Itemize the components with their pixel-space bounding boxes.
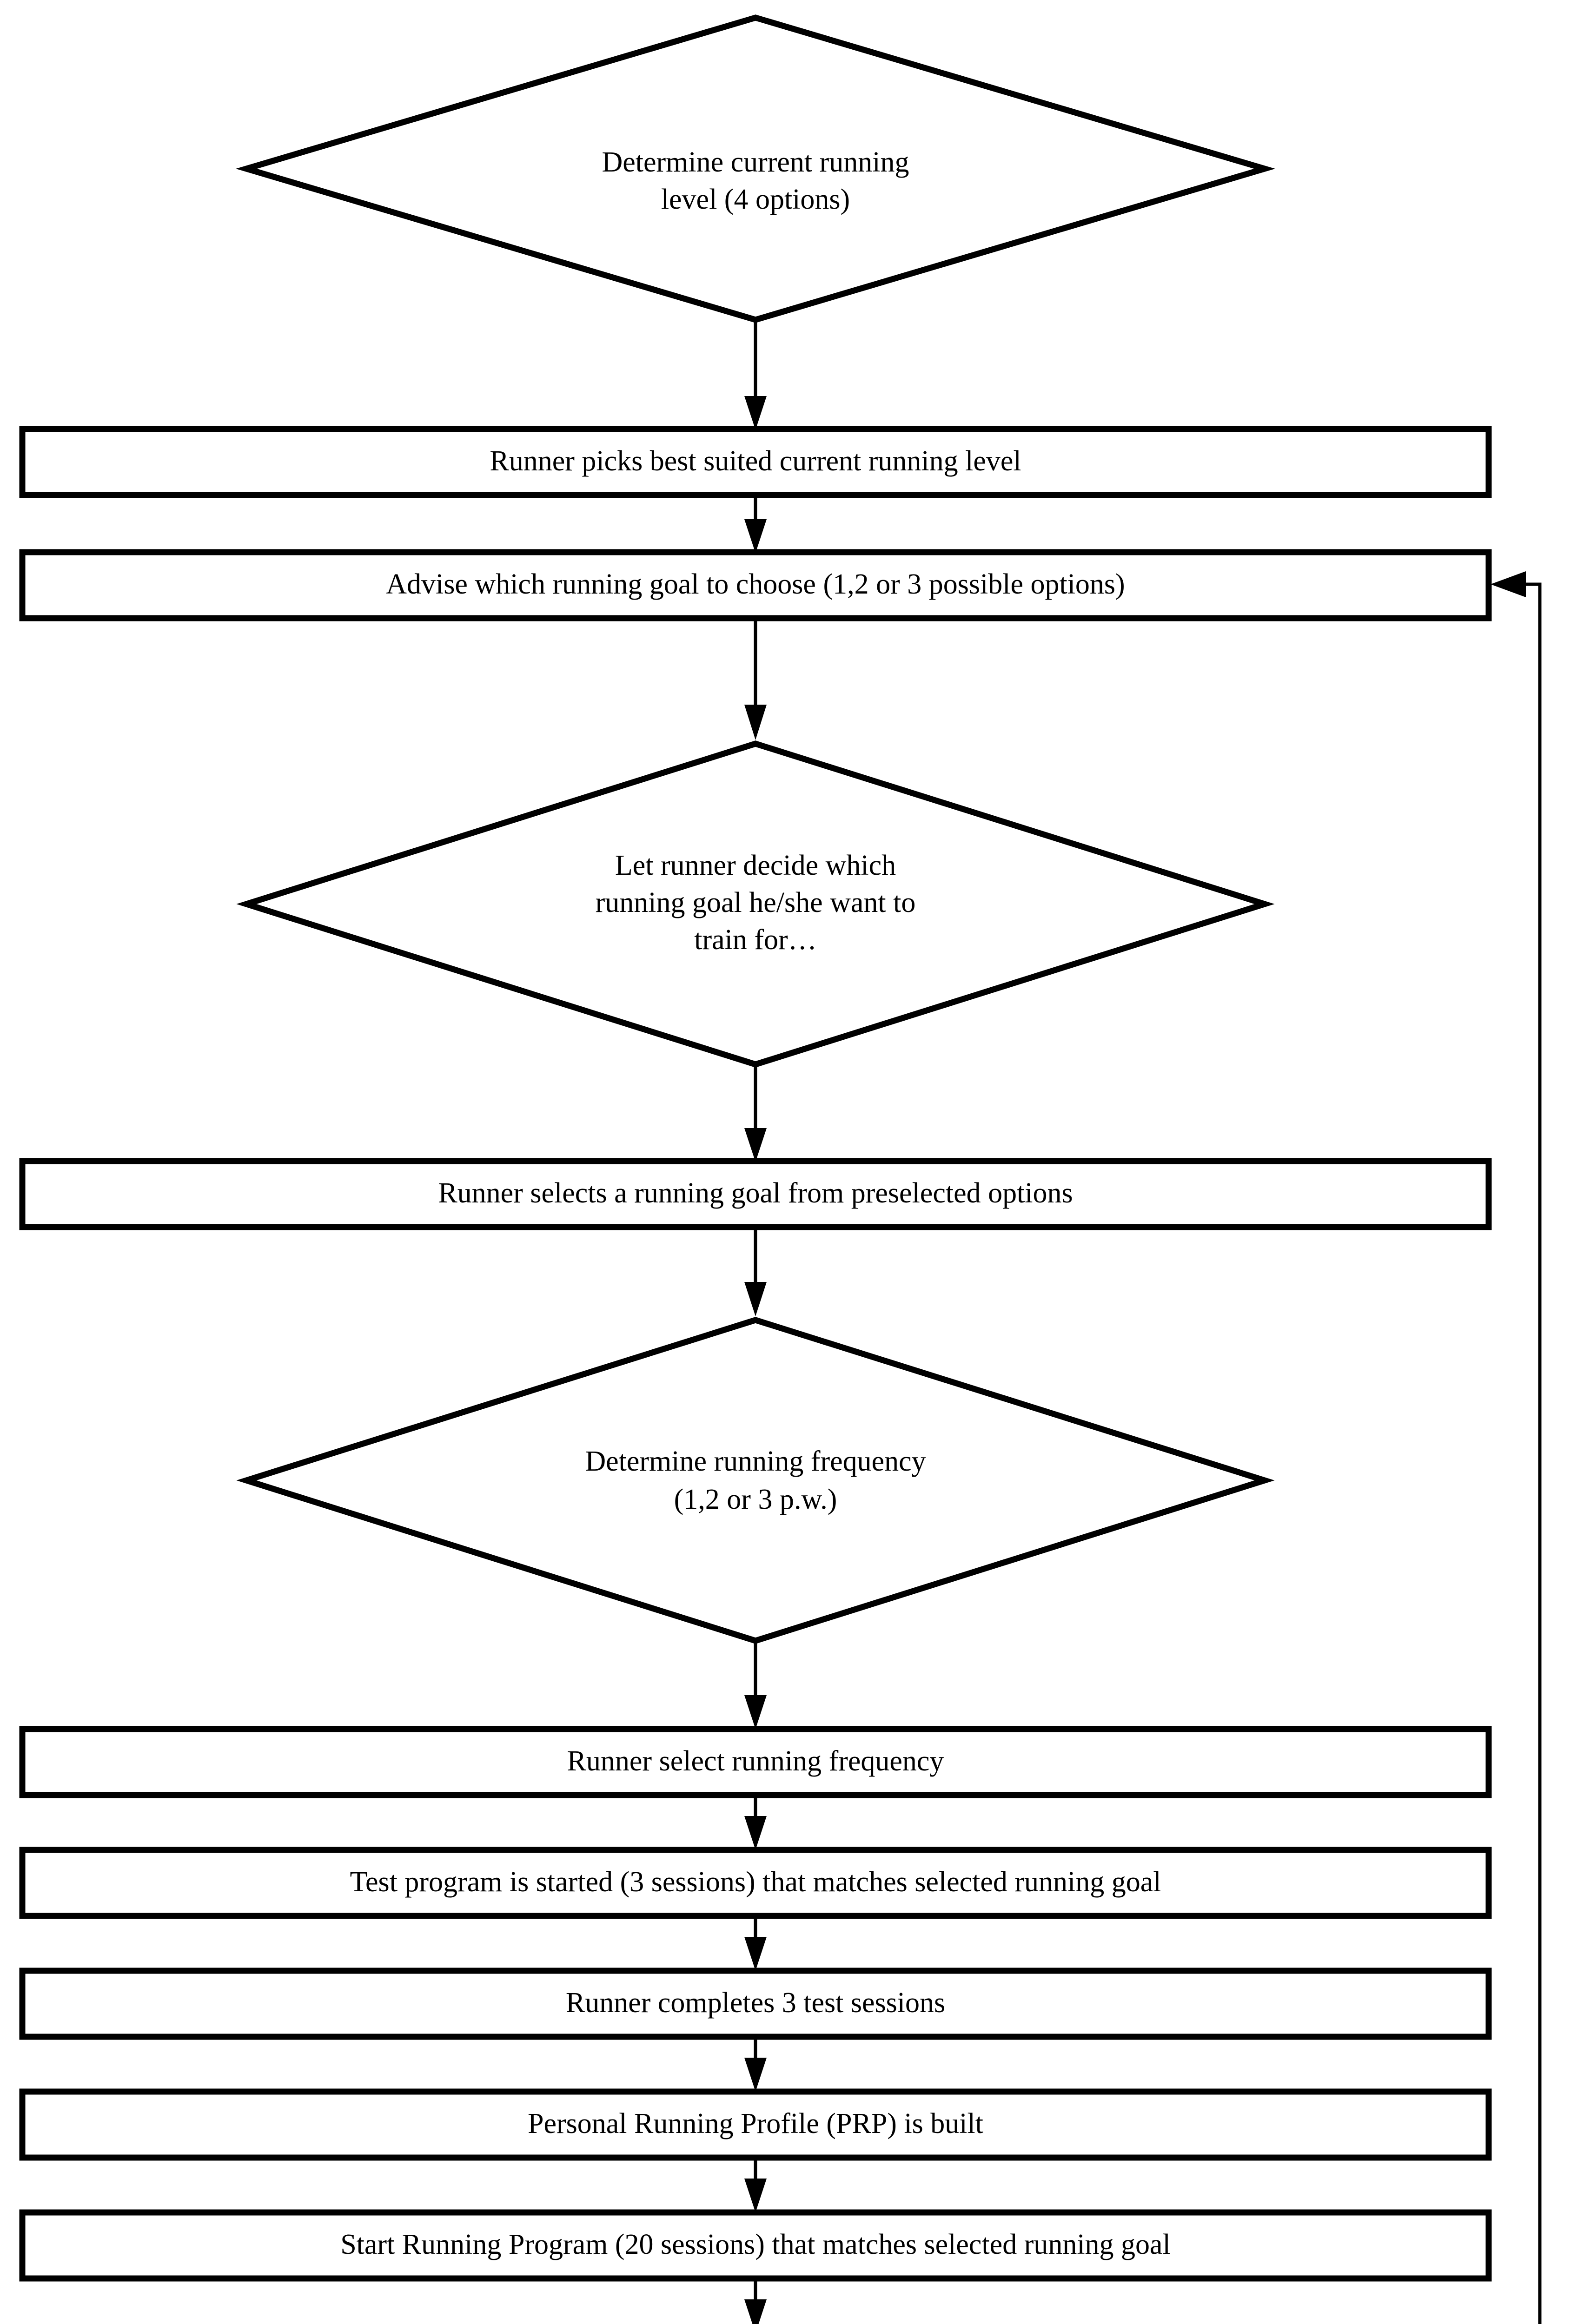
process-box-shape bbox=[19, 2209, 1492, 2282]
edge-n5-n6 bbox=[744, 1227, 767, 1316]
node-runner-completes-test-sessions[interactable]: Runner completes 3 test sessions bbox=[19, 1967, 1492, 2040]
node-start-running-program[interactable]: Start Running Program (20 sessions) that… bbox=[19, 2209, 1492, 2282]
node-determine-current-running-level[interactable]: Determine current running level (4 optio… bbox=[236, 14, 1275, 323]
node-label-line-1: Determine running frequency bbox=[585, 1446, 926, 1477]
node-label-line-1: Let runner decide which bbox=[615, 850, 896, 881]
node-label-line-2: running goal he/she want to bbox=[596, 887, 916, 918]
decision-diamond-shape bbox=[236, 14, 1275, 323]
edge-n6-n7 bbox=[744, 1641, 767, 1729]
edge-n11-n12 bbox=[744, 2278, 767, 2324]
node-test-program-started[interactable]: Test program is started (3 sessions) tha… bbox=[19, 1847, 1492, 1919]
node-label-line-2: level (4 options) bbox=[661, 184, 850, 215]
node-label: Start Running Program (20 sessions) that… bbox=[340, 2229, 1171, 2260]
node-label-line-3: train for… bbox=[694, 924, 816, 956]
node-label: Advise which running goal to choose (1,2… bbox=[386, 568, 1125, 600]
edge-n2-n3 bbox=[744, 495, 767, 553]
node-label: Test program is started (3 sessions) tha… bbox=[350, 1866, 1161, 1898]
node-label: Runner picks best suited current running… bbox=[490, 445, 1021, 477]
edge-n9-n10 bbox=[744, 2037, 767, 2092]
edge-n3-n4 bbox=[744, 618, 767, 740]
process-box-shape bbox=[19, 426, 1492, 498]
edge-n7-n8 bbox=[744, 1795, 767, 1850]
edge-n1-n2 bbox=[744, 320, 767, 430]
node-runner-picks-best-suited-level[interactable]: Runner picks best suited current running… bbox=[19, 426, 1492, 498]
edge-n13-n3-feedback bbox=[1491, 571, 1542, 2324]
process-box-shape bbox=[19, 549, 1492, 621]
decision-diamond-shape bbox=[236, 1317, 1275, 1644]
node-label-line-2: (1,2 or 3 p.w.) bbox=[674, 1484, 837, 1515]
node-runner-selects-running-goal[interactable]: Runner selects a running goal from prese… bbox=[19, 1158, 1492, 1230]
edge-n4-n5 bbox=[744, 1064, 767, 1162]
node-advise-which-running-goal[interactable]: Advise which running goal to choose (1,2… bbox=[19, 549, 1492, 621]
node-label: Runner selects a running goal from prese… bbox=[438, 1177, 1073, 1209]
node-personal-running-profile-built[interactable]: Personal Running Profile (PRP) is built bbox=[19, 2088, 1492, 2161]
process-box-shape bbox=[19, 1967, 1492, 2040]
edge-n8-n9 bbox=[744, 1916, 767, 1971]
node-label: Personal Running Profile (PRP) is built bbox=[528, 2108, 983, 2139]
node-let-runner-decide-goal[interactable]: Let runner decide which running goal he/… bbox=[236, 740, 1275, 1068]
process-box-shape bbox=[19, 1158, 1492, 1230]
node-runner-select-running-frequency[interactable]: Runner select running frequency bbox=[19, 1726, 1492, 1798]
process-box-shape bbox=[19, 1847, 1492, 1919]
node-label: Runner select running frequency bbox=[567, 1745, 944, 1777]
node-label-line-1: Determine current running bbox=[602, 146, 909, 178]
process-box-shape bbox=[19, 1726, 1492, 1798]
node-determine-running-frequency[interactable]: Determine running frequency (1,2 or 3 p.… bbox=[236, 1317, 1275, 1644]
decision-diamond-shape bbox=[236, 740, 1275, 1068]
node-label: Runner completes 3 test sessions bbox=[566, 1987, 945, 2019]
edge-n10-n11 bbox=[744, 2158, 767, 2212]
process-box-shape bbox=[19, 2088, 1492, 2161]
